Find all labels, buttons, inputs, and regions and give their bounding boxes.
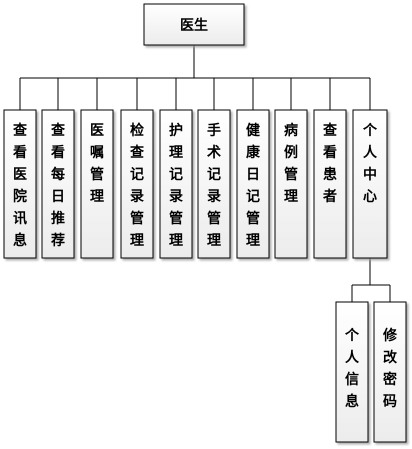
root-node: 医生	[143, 3, 245, 46]
submodule-node-2-label: 修改密码	[382, 327, 398, 410]
submodule-node-1: 个人信息	[335, 301, 369, 443]
submodule-nodes: 个人信息 修改密码	[335, 301, 407, 443]
module-node-2-label: 查看每日推荐	[50, 122, 66, 249]
submodule-node-1-label: 个人信息	[344, 327, 360, 410]
module-node-4-box	[120, 109, 154, 259]
root-node-box	[143, 3, 245, 46]
module-node-6-label: 手术记录管理	[207, 122, 221, 249]
submodule-node-1-box	[335, 301, 369, 443]
root-node-label: 医生	[180, 17, 208, 34]
module-node-5: 护理记录管理	[159, 109, 193, 259]
module-node-1-box	[3, 109, 37, 259]
module-node-10-label: 个人中心	[362, 122, 378, 205]
module-node-1-label: 查看医院讯息	[12, 122, 28, 249]
module-node-9-box	[313, 109, 347, 259]
module-node-6-box	[197, 109, 231, 259]
module-node-7-box	[236, 109, 270, 259]
module-node-5-label: 护理记录管理	[169, 122, 183, 249]
module-node-9-label: 查看患者	[322, 122, 338, 205]
module-node-2-box	[41, 109, 75, 259]
submodule-node-2-box	[373, 301, 407, 443]
module-node-4-label: 检查记录管理	[130, 122, 145, 249]
submodule-node-2: 修改密码	[373, 301, 407, 443]
module-node-6: 手术记录管理	[197, 109, 231, 259]
module-node-3: 医嘱管理	[80, 109, 114, 259]
module-node-9: 查看患者	[313, 109, 347, 259]
module-node-2: 查看每日推荐	[41, 109, 75, 259]
module-node-3-label: 医嘱管理	[90, 123, 104, 205]
module-node-3-box	[80, 109, 114, 259]
module-nodes: 查看医院讯息 查看每日推荐 医嘱管理 检查记录管理 护理记录管理 手术记录管理 健康日记管理…	[3, 109, 388, 259]
connectors	[19, 45, 391, 302]
module-node-10: 个人中心	[352, 109, 388, 259]
module-node-4: 检查记录管理	[120, 109, 154, 259]
module-node-1: 查看医院讯息	[3, 109, 37, 259]
module-node-7-label: 健康日记管理	[246, 122, 261, 249]
module-node-7: 健康日记管理	[236, 109, 270, 259]
module-node-8: 病例管理	[274, 109, 308, 259]
module-node-5-box	[159, 109, 193, 259]
module-node-8-label: 病例管理	[284, 122, 298, 205]
module-node-10-box	[352, 109, 388, 259]
module-node-8-box	[274, 109, 308, 259]
